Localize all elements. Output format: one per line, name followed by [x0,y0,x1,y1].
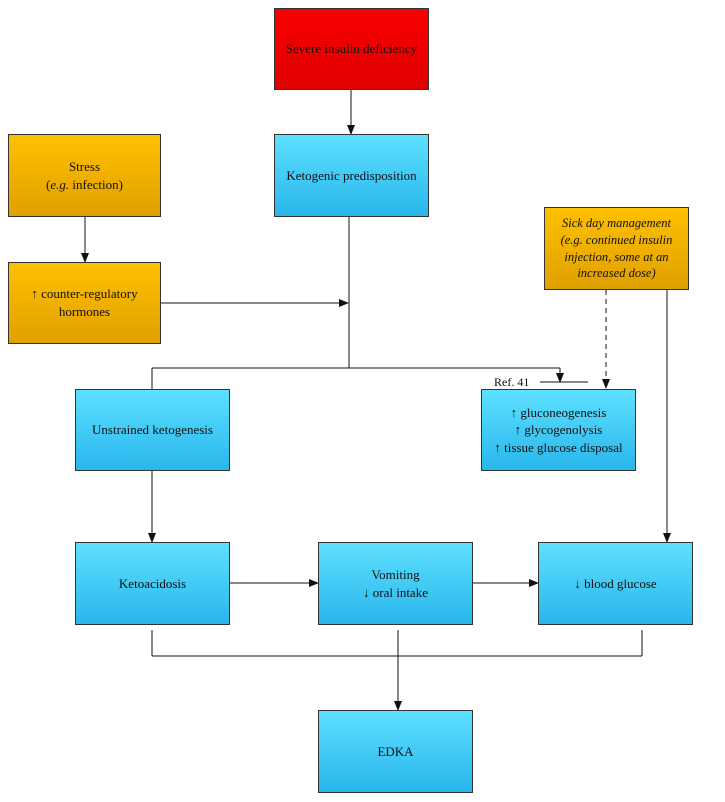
node-label: Severe insulin deficiency [285,41,418,57]
gluco-line1: ↑ gluconeogenesis [510,404,607,420]
node-unstrained-ketogenesis: Unstrained ketogenesis [75,389,230,471]
node-ketogenic-predisposition: Ketogenic predisposition [274,134,429,217]
stress-rest: infection) [69,176,123,192]
node-label: Ketogenic predisposition [286,167,417,183]
stress-example: (e.g. infection) [46,176,123,192]
sickday-line1: Sick day management [561,215,671,230]
node-sick-day-management: Sick day management (e.g. continued insu… [544,207,689,290]
vomit-line1: Vomiting [371,566,420,582]
gluco-line2: ↑ glycogenolysis [514,422,603,438]
gluco-line3: ↑ tissue glucose disposal [494,439,623,455]
node-label: Ketoacidosis [118,575,187,591]
node-ketoacidosis: Ketoacidosis [75,542,230,625]
node-edka: EDKA [318,710,473,793]
hormones-line2: hormones [58,304,111,319]
vomit-line2: ↓ oral intake [363,584,428,600]
sickday-line3: injection, some at an [564,249,669,264]
hormones-line1: ↑ counter-regulatory [31,286,138,302]
sickday-line4: increased dose) [577,266,656,281]
ref-label: Ref. 41 [494,375,530,389]
node-vomiting: Vomiting ↓ oral intake [318,542,473,625]
node-gluconeogenesis: ↑ gluconeogenesis ↑ glycogenolysis ↑ tis… [481,389,636,471]
node-severe-insulin-deficiency: Severe insulin deficiency [274,8,429,90]
node-stress: Stress (e.g. infection) [8,134,161,217]
node-label: EDKA [377,743,414,759]
node-blood-glucose: ↓ blood glucose [538,542,693,625]
stress-title: Stress [68,158,101,174]
stress-eg: e.g. [50,176,70,192]
node-counter-regulatory-hormones: ↑ counter-regulatory hormones [8,262,161,344]
node-label: ↓ blood glucose [574,575,657,591]
sickday-line2: (e.g. continued insulin [560,232,673,247]
node-label: Unstrained ketogenesis [92,422,213,438]
